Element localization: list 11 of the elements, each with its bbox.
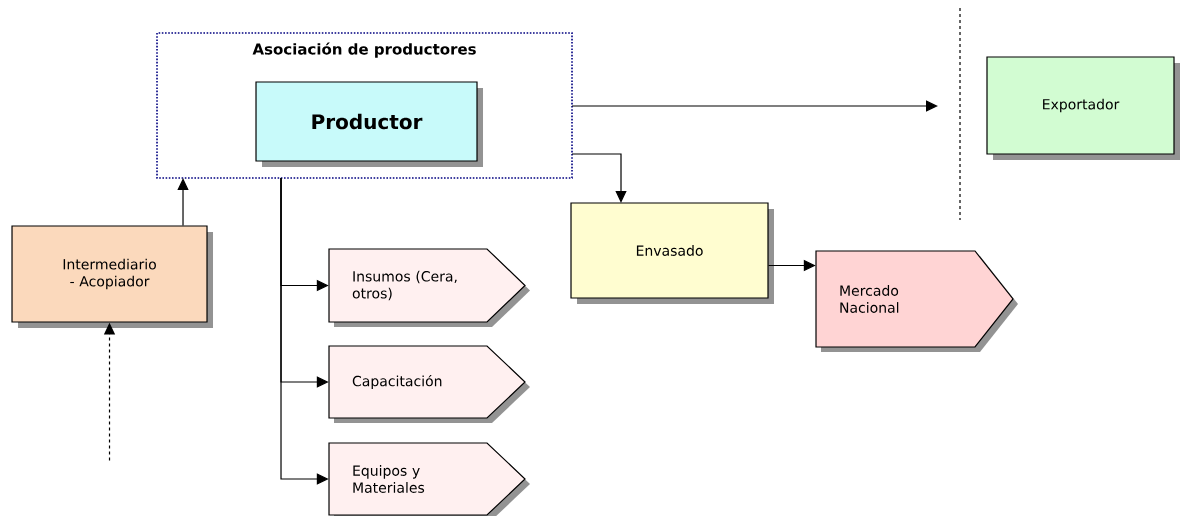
pentagon-box: Mercado Nacional: [815, 250, 1018, 352]
pentagon-box: Insumos (Cera, otros): [328, 248, 530, 327]
arrow: [177, 178, 189, 226]
process-box: Envasado: [570, 202, 774, 304]
pentagon-box: Capacitación: [328, 345, 530, 423]
arrow: [571, 100, 938, 112]
process-box: Productor: [255, 81, 483, 167]
pentagon-box: Equipos y Materiales: [328, 442, 530, 516]
arrow: [571, 153, 627, 203]
process-box: Intermediario - Acopiador: [11, 225, 213, 328]
process-box: Exportador: [986, 56, 1180, 160]
